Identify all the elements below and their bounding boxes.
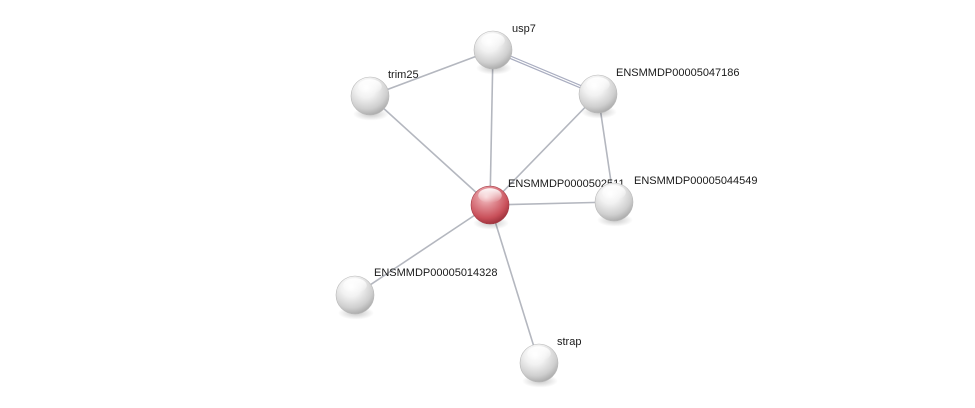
node-highlight	[586, 77, 610, 92]
edge-trim25-query	[369, 95, 491, 206]
node-highlight	[602, 185, 626, 200]
edge-query-strap	[489, 204, 540, 364]
node-label-trim25: trim25	[388, 69, 419, 81]
node-usp7[interactable]: usp7	[473, 23, 536, 75]
edge-p47186-query	[489, 93, 599, 206]
node-label-p47186: ENSMMDP00005047186	[616, 67, 740, 79]
node-p44549[interactable]: ENSMMDP00005044549	[594, 175, 758, 227]
node-highlight	[358, 79, 382, 94]
node-strap[interactable]: strap	[519, 336, 581, 388]
edge-query-p44549	[489, 201, 615, 206]
edge-query-p14328	[354, 204, 491, 296]
node-highlight	[481, 33, 505, 48]
edge-usp7-trim25	[369, 49, 494, 97]
node-label-strap: strap	[557, 336, 581, 348]
node-label-p14328: ENSMMDP00005014328	[374, 267, 498, 279]
node-trim25[interactable]: trim25	[350, 69, 419, 121]
node-p47186[interactable]: ENSMMDP00005047186	[578, 67, 740, 119]
node-p14328[interactable]: ENSMMDP00005014328	[335, 267, 498, 320]
node-highlight	[478, 188, 502, 203]
node-query[interactable]: ENSMMDP0000502511	[470, 178, 625, 230]
node-label-query: ENSMMDP0000502511	[508, 178, 625, 190]
node-label-usp7: usp7	[512, 23, 536, 35]
node-highlight	[527, 346, 551, 361]
edge-usp7-query	[489, 49, 494, 206]
node-label-p44549: ENSMMDP00005044549	[634, 175, 758, 187]
node-highlight	[343, 278, 367, 293]
